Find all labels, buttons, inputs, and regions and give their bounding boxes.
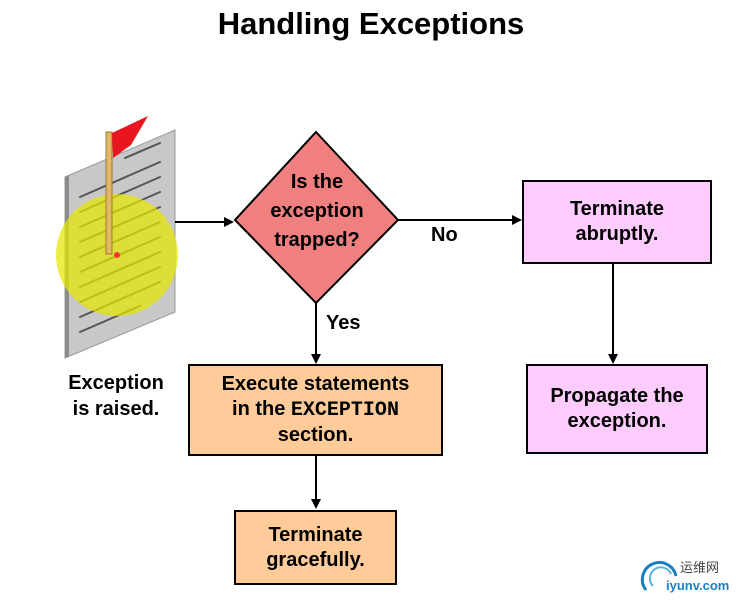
terminate-gracefully-box: Terminate gracefully. xyxy=(234,510,397,585)
exception-raised-label: Exception is raised. xyxy=(68,372,164,420)
page-title: Handling Exceptions xyxy=(217,6,525,41)
terminate-abruptly-box: Terminate abruptly. xyxy=(522,180,712,264)
propagate-exception-box: Propagate the exception. xyxy=(526,364,708,454)
watermark-cn-text: 运维网 xyxy=(680,560,720,575)
exception-keyword: EXCEPTION xyxy=(290,399,399,422)
decision-text: Is the exception trapped? xyxy=(270,171,364,251)
execute-statements-box: Execute statements in the EXCEPTION sect… xyxy=(188,364,443,456)
watermark-site-text: iyunv.com xyxy=(666,578,730,593)
watermark-logo-icon xyxy=(640,561,678,591)
no-label: No xyxy=(431,224,458,246)
document-flag-icon xyxy=(56,116,178,359)
yes-label: Yes xyxy=(326,312,361,334)
